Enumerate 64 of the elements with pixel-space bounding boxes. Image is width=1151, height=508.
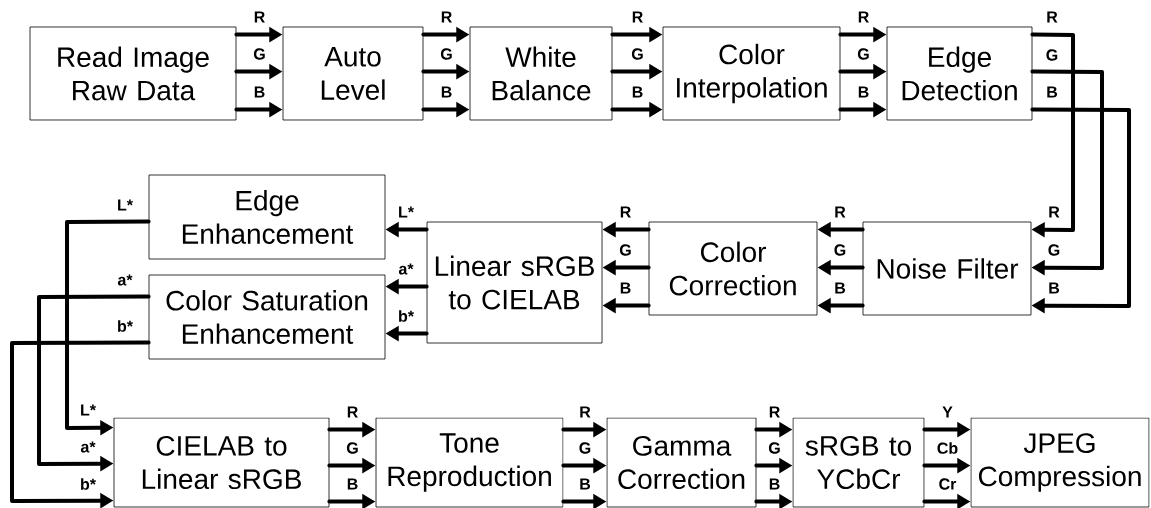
edge-label: R — [580, 406, 591, 418]
process-box: Read Image Raw Data — [29, 26, 237, 121]
edge-label: a* — [117, 274, 133, 286]
process-box: Tone Reproduction — [375, 417, 564, 508]
process-box: Gamma Correction — [606, 417, 757, 508]
edge-label: G — [857, 48, 869, 60]
edge-label: R — [254, 11, 265, 23]
edge-label: Y — [942, 406, 953, 418]
process-box: Color Interpolation — [662, 26, 841, 121]
process-box: Noise Filter — [862, 221, 1032, 316]
edge-label: G — [346, 442, 358, 454]
edge-label: G — [768, 442, 780, 454]
process-box: White Balance — [469, 26, 613, 121]
process-box: JPEG Compression — [970, 417, 1150, 508]
edge-label: G — [253, 48, 265, 60]
signal-label: L* — [81, 404, 96, 416]
edge-label: B — [620, 282, 631, 294]
edge-label: R — [1047, 11, 1058, 23]
process-box: sRGB to YCbCr — [792, 417, 925, 508]
edge-label: B — [1047, 86, 1058, 98]
edge-label: R — [769, 406, 780, 418]
edge-label: R — [620, 206, 631, 218]
arrow — [10, 340, 151, 508]
arrow — [1030, 69, 1104, 276]
process-box: Linear sRGB to CIELAB — [426, 221, 603, 344]
edge-label: R — [632, 11, 643, 23]
signal-label: G — [1048, 244, 1060, 256]
edge-label: G — [1046, 49, 1058, 61]
edge-label: B — [769, 478, 780, 490]
edge-label: B — [858, 86, 869, 98]
process-box: CIELAB to Linear sRGB — [113, 417, 330, 508]
edge-label: B — [441, 86, 452, 98]
edge-label: B — [835, 282, 846, 294]
edge-label: a* — [398, 263, 414, 275]
edge-label: G — [619, 244, 631, 256]
edge-label: R — [441, 11, 452, 23]
edge-label: R — [858, 11, 869, 23]
edge-label: G — [440, 48, 452, 60]
edge-label: b* — [399, 310, 414, 322]
arrow — [1030, 32, 1075, 238]
edge-label: B — [347, 478, 358, 490]
edge-label: G — [579, 442, 591, 454]
process-box: Color Saturation Enhancement — [148, 274, 386, 360]
arrow — [1030, 107, 1131, 314]
signal-label: R — [1049, 206, 1060, 218]
edge-label: R — [347, 406, 358, 418]
process-box: Color Correction — [648, 221, 818, 316]
signal-label: B — [1049, 282, 1060, 294]
edge-label: R — [835, 206, 846, 218]
edge-label: L* — [399, 206, 414, 218]
edge-label: Cb — [937, 442, 958, 454]
edge-label: b* — [118, 320, 133, 332]
edge-label: Cr — [939, 478, 957, 490]
edge-label: L* — [118, 199, 133, 211]
edge-label: G — [631, 48, 643, 60]
process-box: Edge Enhancement — [148, 174, 386, 260]
edge-label: G — [834, 244, 846, 256]
process-box: Edge Detection — [886, 26, 1033, 121]
signal-label: a* — [80, 441, 96, 453]
signal-label: b* — [81, 478, 96, 490]
process-box: Auto Level — [282, 26, 424, 121]
edge-label: B — [632, 86, 643, 98]
edge-label: B — [580, 478, 591, 490]
edge-label: B — [254, 86, 265, 98]
